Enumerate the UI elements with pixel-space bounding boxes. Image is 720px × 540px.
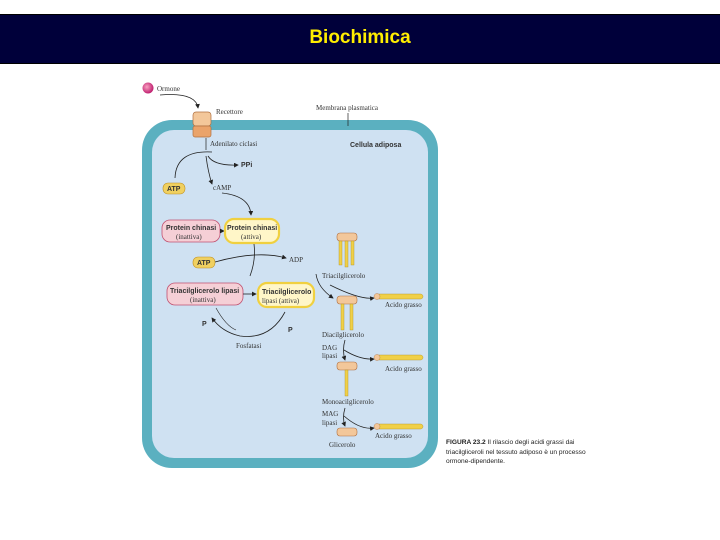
adp-label: ADP xyxy=(289,256,303,264)
glycerol-icon xyxy=(336,427,358,437)
diacylglycerol-label: Diacilglicerolo xyxy=(322,331,364,339)
cell-label: Cellula adiposa xyxy=(350,142,401,149)
pk-inactive-line2: (inattiva) xyxy=(176,233,202,241)
diacylglycerol-icon xyxy=(336,295,358,331)
pk-active-line1: Protein chinasi xyxy=(227,225,277,232)
tl-inactive-line1: Triacilglicerolo lipasi xyxy=(170,288,239,295)
header-bar: Biochimica xyxy=(0,14,720,64)
membrane-label: Membrana plasmatica xyxy=(316,104,379,112)
phosphatase-label: Fosfatasi xyxy=(236,342,261,350)
tl-active-line1: Triacilglicerolo xyxy=(262,289,311,296)
fatty-acid-icon-2 xyxy=(373,354,424,361)
caption-label: FIGURA 23.2 xyxy=(446,439,486,446)
hormone-icon xyxy=(142,82,154,94)
hormone-label: Ormone xyxy=(157,85,180,93)
page-title: Biochimica xyxy=(309,27,411,48)
pk-inactive-line1: Protein chinasi xyxy=(166,225,216,232)
atp-badge-2 xyxy=(192,256,216,269)
receptor-icon xyxy=(192,111,212,138)
atp2-label: ATP xyxy=(197,260,211,267)
fatty-acid-icon-3 xyxy=(373,423,424,430)
protein-kinase-active xyxy=(223,217,281,245)
pk-active-line2: (attiva) xyxy=(241,233,262,241)
mag-lipase-line1: MAG xyxy=(322,410,338,418)
atp-badge xyxy=(162,182,186,195)
fatty-acid-icon-1 xyxy=(373,293,424,300)
ppi-label: PPi xyxy=(241,162,252,169)
figure-caption: FIGURA 23.2 Il rilascio degli acidi gras… xyxy=(446,438,606,467)
tag-lipase-active xyxy=(256,281,316,309)
phosphate-left: P xyxy=(202,321,207,328)
mag-lipase-line2: lipasi xyxy=(322,419,337,427)
camp-label: cAMP xyxy=(213,184,231,192)
monoacylglycerol-label: Monoacilglicerolo xyxy=(322,398,374,406)
tl-active-line2: lipasi (attiva) xyxy=(262,297,300,305)
triacylglycerol-label: Triacilglicerolo xyxy=(322,272,366,280)
glycerol-label: Glicerolo xyxy=(329,441,356,449)
tl-inactive-line2: (inattiva) xyxy=(190,296,216,304)
dag-lipase-line2: lipasi xyxy=(322,352,337,360)
adenylate-cyclase-label: Adenilato ciclasi xyxy=(210,140,257,148)
phosphate-right: P xyxy=(288,327,293,334)
dag-lipase-line1: DAG xyxy=(322,344,337,352)
caption-text: Il rilascio degli acidi grassi dai triac… xyxy=(446,439,586,465)
triacylglycerol-icon xyxy=(336,232,358,268)
fatty-acid-label-2: Acido grasso xyxy=(385,365,422,373)
receptor-label: Recettore xyxy=(216,108,243,116)
monoacylglycerol-icon xyxy=(336,361,358,397)
fatty-acid-label-1: Acido grasso xyxy=(385,301,422,309)
fatty-acid-label-3: Acido grasso xyxy=(375,432,412,440)
atp-label: ATP xyxy=(167,186,181,193)
